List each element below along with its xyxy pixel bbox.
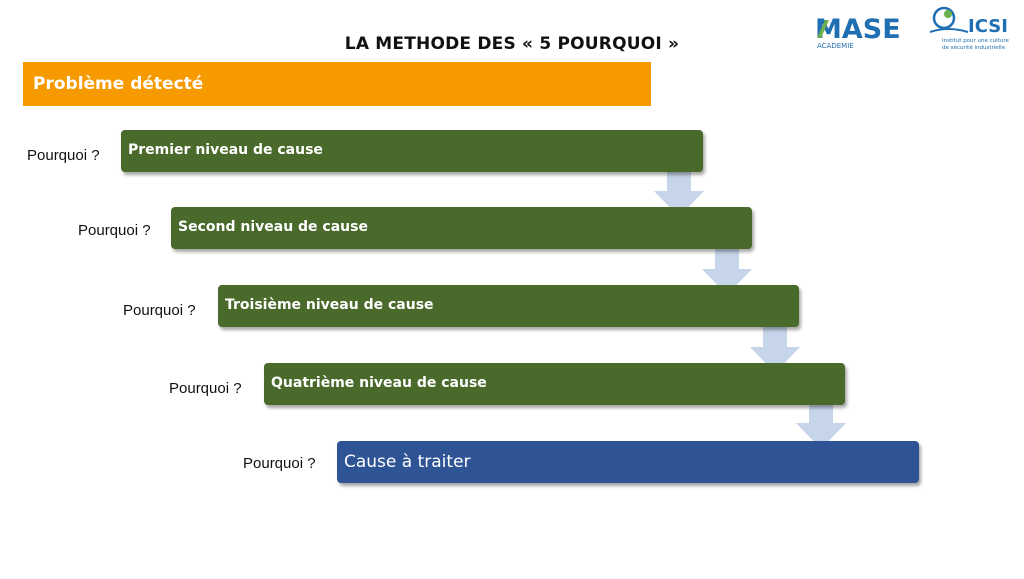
- mase-logo-sub: ACADEMIE: [817, 42, 854, 50]
- root-cause-label: Cause à traiter: [344, 452, 471, 472]
- icsi-logo-line1: Institut pour une culture: [942, 38, 1009, 44]
- root-cause-box: Cause à traiter: [337, 441, 919, 483]
- cause-level-4-label: Quatrième niveau de cause: [271, 375, 487, 391]
- icsi-logo-text: ICSI: [968, 16, 1008, 37]
- why-question: Pourquoi ?: [78, 222, 151, 239]
- icsi-logo-line2: de sécurité industrielle: [942, 44, 1006, 51]
- down-arrow-icon: [702, 242, 752, 295]
- mase-logo: MASE ACADEMIE: [815, 14, 901, 50]
- mase-logo-text: MASE: [815, 14, 901, 45]
- why-question: Pourquoi ?: [169, 380, 242, 397]
- cause-level-2-label: Second niveau de cause: [178, 219, 368, 235]
- why-question: Pourquoi ?: [27, 147, 100, 164]
- down-arrow-icon: [654, 164, 704, 217]
- icsi-logo: ICSI Institut pour une culture de sécuri…: [929, 6, 1009, 51]
- cause-level-3: Troisième niveau de cause: [218, 285, 799, 327]
- problem-label: Problème détecté: [33, 74, 204, 94]
- down-arrow-icon: [750, 320, 800, 373]
- why-question: Pourquoi ?: [243, 455, 316, 472]
- cause-level-2: Second niveau de cause: [171, 207, 752, 249]
- why-question: Pourquoi ?: [123, 302, 196, 319]
- cause-level-1-label: Premier niveau de cause: [128, 142, 323, 158]
- cause-level-4: Quatrième niveau de cause: [264, 363, 845, 405]
- cause-level-1: Premier niveau de cause: [121, 130, 703, 172]
- page-title: LA METHODE DES « 5 POURQUOI »: [344, 34, 680, 54]
- down-arrow-icon: [796, 396, 846, 449]
- problem-banner: Problème détecté: [23, 62, 651, 106]
- cause-level-3-label: Troisième niveau de cause: [225, 297, 434, 313]
